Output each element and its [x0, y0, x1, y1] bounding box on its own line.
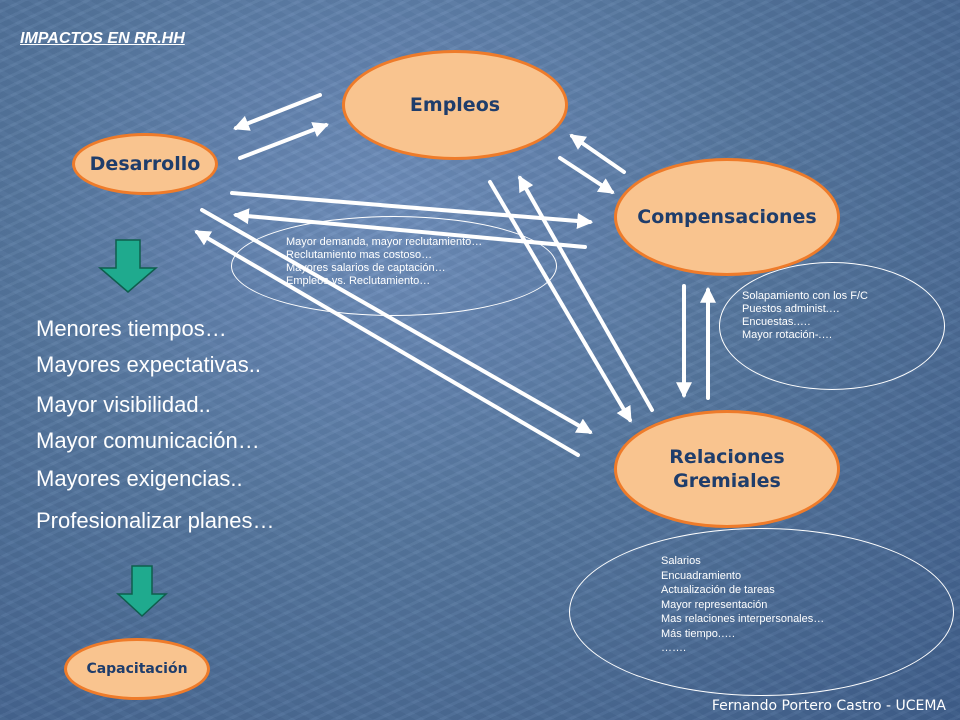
impact-item: Profesionalizar planes… [36, 508, 275, 533]
slide-footer: Fernando Portero Castro - UCEMA [711, 698, 946, 714]
note-line: Puestos administ.… [742, 303, 840, 315]
reclutamiento-notes-bubble [231, 216, 557, 316]
gremiales-notes-bubble [569, 528, 954, 696]
arrow-compensaciones-to-empleos [569, 134, 626, 174]
node-desarrollo-label: Desarrollo [89, 153, 201, 175]
arrow-empleos-to-desarrollo [233, 93, 322, 131]
gremiales-notes: Salarios Encuadramiento Actualización de… [661, 554, 824, 656]
note-line: Mayor demanda, mayor reclutamiento… [286, 236, 483, 248]
arrow-empleos-to-relaciones [488, 180, 632, 423]
node-empleos: Empleos [342, 50, 568, 160]
compensaciones-notes-bubble [719, 262, 945, 390]
arrow-empleos-to-compensaciones [558, 156, 615, 194]
note-line: Más tiempo.…. [661, 627, 735, 640]
node-capacitacion-label: Capacitación [86, 661, 188, 677]
impact-item: Mayores exigencias.. [36, 466, 243, 491]
note-line: Mayores salarios de captación… [286, 262, 446, 274]
impact-item: Mayor comunicación… [36, 428, 260, 453]
down-arrow-upper [97, 239, 159, 293]
note-line: Solapamiento con los F/C [742, 290, 868, 302]
note-line: Mayor representación [661, 598, 768, 611]
slide-title: IMPACTOS EN RR.HH [20, 30, 185, 47]
note-line: Salarios [661, 555, 701, 567]
note-line: Encuestas.…. [742, 316, 811, 328]
note-line: ……. [661, 642, 687, 654]
note-line: Actualización de tareas [661, 584, 775, 596]
down-arrow-lower [116, 565, 168, 618]
node-relaciones-gremiales: Relaciones Gremiales [614, 410, 840, 528]
impact-item: Menores tiempos… [36, 316, 227, 341]
reclutamiento-notes: Mayor demanda, mayor reclutamiento… Recl… [286, 236, 482, 288]
arrow-desarrollo-to-empleos [238, 122, 329, 160]
note-line: Mayor rotación-.… [742, 329, 833, 341]
arrow-relaciones-to-empleos [518, 175, 654, 412]
node-desarrollo: Desarrollo [72, 133, 218, 195]
note-line: Empleos vs. Reclutamiento… [286, 275, 431, 287]
node-compensaciones: Compensaciones [614, 158, 840, 276]
note-line: Mas relaciones interpersonales… [661, 613, 825, 625]
node-compensaciones-label: Compensaciones [637, 206, 817, 228]
node-capacitacion: Capacitación [64, 638, 210, 700]
compensaciones-notes: Solapamiento con los F/C Puestos adminis… [742, 290, 868, 342]
impact-item: Mayor visibilidad.. [36, 392, 211, 417]
note-line: Reclutamiento mas costoso… [286, 249, 433, 261]
node-empleos-label: Empleos [409, 94, 501, 116]
node-relaciones-label-line2: Gremiales [673, 470, 781, 492]
impact-item: Mayores expectativas.. [36, 352, 261, 377]
note-line: Encuadramiento [661, 569, 742, 582]
arrow-desarrollo-to-compensaciones [230, 191, 594, 229]
node-relaciones-label-line1: Relaciones [669, 446, 785, 468]
